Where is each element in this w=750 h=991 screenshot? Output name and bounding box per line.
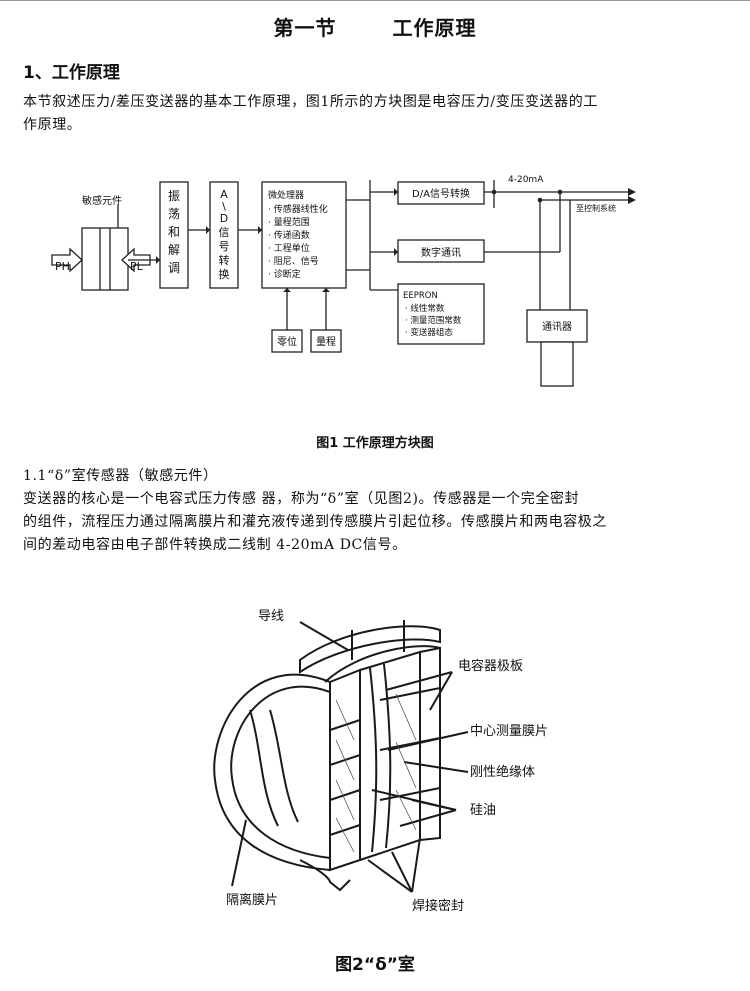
svg-text:· 诊断定: · 诊断定	[268, 268, 301, 280]
adc-block: A \ D 信 号 转 换	[219, 188, 230, 281]
zero-block: 零位	[277, 335, 297, 348]
delta-cell-section: 1.1“δ”室传感器（敏感元件） 变送器的核心是一个电容式压力传感 器，称为“δ…	[23, 465, 728, 557]
center-diaphragm-label: 中心测量膜片	[470, 724, 548, 739]
section-title: 工作原理	[392, 16, 477, 40]
svg-text:· 传递函数: · 传递函数	[268, 229, 310, 241]
section-number: 第一节	[273, 16, 337, 40]
pl-label: PL	[130, 260, 144, 273]
delta-cell-line-3: 间的差动电容由电子部件转换成二线制 4-20mA DC信号。	[23, 537, 407, 553]
svg-text:荡: 荡	[168, 207, 180, 221]
top-rule	[0, 0, 750, 1]
delta-cell-line-1: 变送器的核心是一个电容式压力传感 器，称为“δ”室（见图2)。传感器是一个完全密…	[23, 491, 580, 507]
intro-line-2: 作原理。	[23, 117, 82, 133]
svg-text:· 工程单位: · 工程单位	[268, 242, 310, 254]
svg-text:微处理器: 微处理器	[268, 189, 304, 201]
svg-text:振: 振	[168, 189, 180, 203]
figure2-delta-cell: 导线 电容器极板 中心测量膜片 刚性绝缘体 硅油 隔离膜片 焊接密封	[213, 609, 548, 914]
svg-text:\: \	[222, 200, 226, 213]
delta-cell-heading: 1.1“δ”室传感器（敏感元件）	[23, 468, 218, 484]
svg-text:号: 号	[219, 240, 230, 253]
mcu-block: 微处理器 · 传感器线性化 · 量程范围 · 传递函数 · 工程单位 · 阻尼、…	[268, 189, 328, 280]
current-label: 4-20mA	[508, 175, 544, 185]
svg-text:解: 解	[168, 243, 180, 257]
svg-text:· 传感器线性化: · 传感器线性化	[268, 203, 328, 215]
svg-text:· 变送器组态: · 变送器组态	[405, 327, 453, 338]
isolating-diaphragm-label: 隔离膜片	[226, 892, 278, 908]
oil-label: 硅油	[470, 803, 496, 818]
sensor-label: 敏感元件	[82, 194, 122, 207]
control-label: 至控制系统	[576, 203, 616, 213]
svg-text:· 线性常数: · 线性常数	[405, 303, 445, 314]
svg-text:EEPRON: EEPRON	[403, 291, 438, 301]
svg-text:信: 信	[219, 226, 230, 239]
weld-seal-label: 焊接密封	[412, 898, 464, 914]
span-block: 量程	[316, 336, 336, 348]
figure1-caption: 图1 工作原理方块图	[316, 436, 434, 451]
svg-text:· 量程范围: · 量程范围	[268, 216, 310, 228]
lead-label: 导线	[258, 609, 284, 624]
intro-line-1: 本节叙述压力/差压变送器的基本工作原理，图1所示的方块图是电容压力/变压变送器的…	[23, 94, 598, 110]
svg-text:调: 调	[168, 261, 180, 275]
page-title: 第一节 工作原理	[0, 12, 750, 41]
svg-text:和: 和	[168, 225, 180, 239]
eeprom-block: EEPRON · 线性常数 · 测量范围常数 · 变送器组态	[403, 291, 462, 338]
intro-paragraph: 本节叙述压力/差压变送器的基本工作原理，图1所示的方块图是电容压力/变压变送器的…	[23, 91, 728, 137]
delta-cell-line-2: 的组件，流程压力通过隔离膜片和灌充液传递到传感膜片引起位移。传感膜片和两电容极之	[23, 514, 607, 530]
insulator-label: 刚性绝缘体	[470, 764, 535, 780]
svg-text:换: 换	[219, 267, 230, 281]
svg-text:A: A	[220, 188, 228, 201]
digital-comm-block: 数字通讯	[421, 246, 461, 259]
svg-text:· 阻尼、信号: · 阻尼、信号	[268, 255, 319, 267]
communicator-block: 通讯器	[542, 321, 572, 333]
heading-working-principle: 1、工作原理	[23, 63, 120, 83]
ph-label: PH	[55, 260, 70, 273]
plates-label: 电容器极板	[458, 658, 523, 674]
oscillator-block: 振 荡 和 解 调	[168, 189, 180, 275]
figure1-block-diagram: 敏感元件 PH PL 振 荡 和 解 调 A \ D 信 号 转 换 微处理器 …	[51, 175, 636, 387]
figure2-caption: 图2“δ”室	[335, 955, 415, 975]
svg-text:D: D	[220, 212, 228, 225]
svg-text:转: 转	[219, 253, 230, 267]
svg-text:· 测量范围常数: · 测量范围常数	[405, 315, 462, 326]
dac-block: D/A信号转换	[412, 187, 470, 200]
